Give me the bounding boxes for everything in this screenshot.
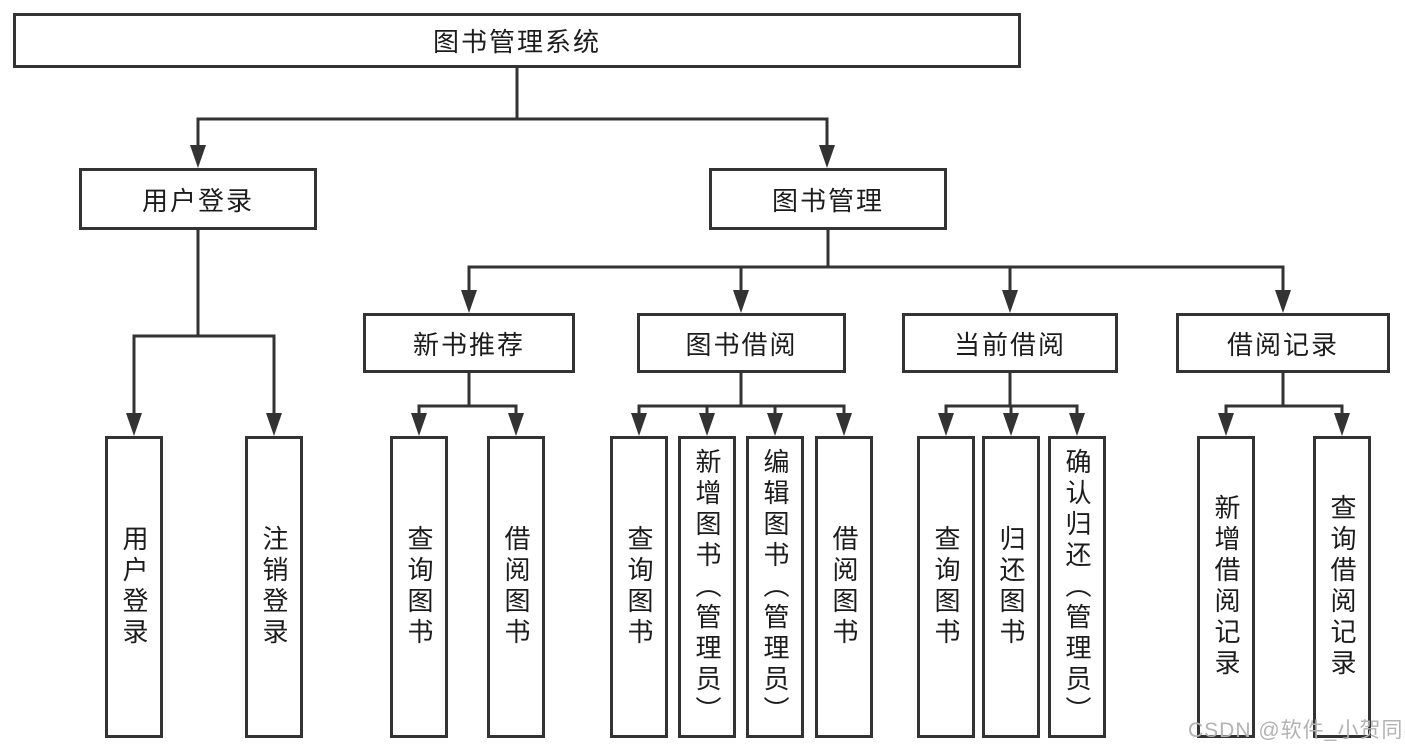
leaf-query-book-recommend: 查询图书	[390, 436, 448, 738]
leaf-add-book-admin: 新增图书（管理员）	[678, 436, 736, 738]
node-new-book-recommend: 新书推荐	[363, 313, 575, 373]
leaf-return-book-label: 归还图书	[996, 525, 1026, 649]
leaf-query-borrow-record: 查询借阅记录	[1313, 436, 1371, 738]
leaf-query-book-borrow-label: 查询图书	[624, 525, 654, 649]
leaf-borrow-book-recommend: 借阅图书	[487, 436, 545, 738]
leaf-user-login-label: 用户登录	[119, 525, 149, 649]
leaf-query-book-current: 查询图书	[917, 436, 975, 738]
node-user-login: 用户登录	[79, 168, 317, 230]
csdn-watermark: CSDN @软件_小贺同学	[1188, 719, 1405, 742]
node-borrow-record: 借阅记录	[1176, 313, 1390, 373]
leaf-query-book-recommend-label: 查询图书	[404, 525, 434, 649]
node-library-system: 图书管理系统	[13, 13, 1021, 68]
node-book-borrow-label: 图书借阅	[685, 329, 798, 360]
leaf-query-book-current-label: 查询图书	[931, 525, 961, 649]
node-current-borrow-label: 当前借阅	[953, 329, 1066, 360]
leaf-confirm-return-admin-label: 确认归还（管理员）	[1062, 447, 1092, 727]
node-current-borrow: 当前借阅	[902, 313, 1118, 373]
leaf-logout-label: 注销登录	[259, 525, 289, 649]
leaf-logout: 注销登录	[245, 436, 303, 738]
leaf-query-borrow-record-label: 查询借阅记录	[1327, 494, 1357, 680]
node-new-book-recommend-label: 新书推荐	[412, 329, 525, 360]
node-user-login-label: 用户登录	[141, 185, 254, 216]
leaf-add-borrow-record-label: 新增借阅记录	[1211, 494, 1241, 680]
leaf-user-login: 用户登录	[105, 436, 163, 738]
leaf-query-book-borrow: 查询图书	[610, 436, 668, 738]
leaf-edit-book-admin-label: 编辑图书（管理员）	[760, 447, 790, 727]
leaf-return-book: 归还图书	[982, 436, 1040, 738]
node-book-borrow: 图书借阅	[637, 313, 846, 373]
node-library-system-label: 图书管理系统	[432, 27, 601, 57]
leaf-borrow-book-recommend-label: 借阅图书	[501, 525, 531, 649]
leaf-borrow-book: 借阅图书	[815, 436, 873, 738]
node-borrow-record-label: 借阅记录	[1226, 329, 1339, 360]
leaf-edit-book-admin: 编辑图书（管理员）	[746, 436, 804, 738]
leaf-confirm-return-admin: 确认归还（管理员）	[1048, 436, 1106, 738]
leaf-add-book-admin-label: 新增图书（管理员）	[692, 447, 722, 727]
leaf-borrow-book-label: 借阅图书	[829, 525, 859, 649]
leaf-add-borrow-record: 新增借阅记录	[1197, 436, 1255, 738]
node-book-management-label: 图书管理	[771, 185, 884, 216]
node-book-management: 图书管理	[709, 168, 947, 230]
